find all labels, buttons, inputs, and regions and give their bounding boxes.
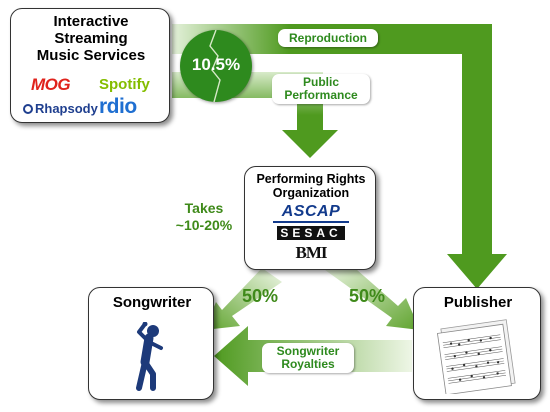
takes-note-line2: ~10-20%	[175, 217, 233, 233]
streaming-title-line1: Interactive	[53, 13, 129, 30]
public-performance-label: Public Performance	[272, 74, 370, 104]
bmi-logo: BMI	[295, 243, 328, 262]
pro-title-line2: Organization	[272, 186, 350, 200]
streaming-services-box: Interactive Streaming Music Services MOG…	[10, 8, 170, 123]
pro-to-songwriter-arrow	[204, 268, 282, 330]
pro-to-publisher-arrow	[325, 262, 420, 330]
public-performance-line1: Public	[302, 75, 339, 89]
songwriter-royalties-label: Songwriter Royalties	[262, 343, 354, 373]
publisher-box: Publisher	[413, 287, 541, 400]
pro-title-line1: Performing Rights	[256, 172, 366, 186]
singer-icon	[136, 322, 163, 391]
crack-icon	[209, 30, 221, 102]
reproduction-label: Reproduction	[278, 29, 378, 47]
takes-note-line1: Takes	[184, 200, 224, 216]
rdio-logo: rdio	[99, 95, 137, 118]
sheet-music-icon	[437, 319, 516, 394]
split-right: 50%	[348, 286, 386, 306]
songwriter-title: Songwriter	[112, 294, 192, 311]
streaming-title-line3: Music Services	[36, 47, 146, 64]
public-performance-line2: Performance	[284, 88, 358, 102]
share-value: 10.5%	[191, 55, 241, 74]
rhapsody-icon	[23, 104, 33, 114]
ascap-logo: ASCAP	[273, 203, 349, 223]
streaming-title-line2: Streaming	[54, 30, 128, 47]
songwriter-box: Songwriter	[88, 287, 214, 400]
songwriter-royalties-line1: Songwriter	[276, 344, 340, 358]
split-left: 50%	[241, 286, 279, 306]
songwriter-royalties-line2: Royalties	[281, 357, 335, 371]
publisher-title: Publisher	[443, 294, 513, 311]
rhapsody-logo: Rhapsody	[35, 101, 98, 116]
mog-logo: MOG	[31, 75, 71, 94]
sesac-logo: SESAC	[277, 226, 345, 240]
share-circle: 10.5%	[180, 30, 252, 102]
spotify-logo: Spotify	[99, 76, 150, 93]
pro-box: Performing Rights Organization ASCAP SES…	[244, 166, 376, 270]
